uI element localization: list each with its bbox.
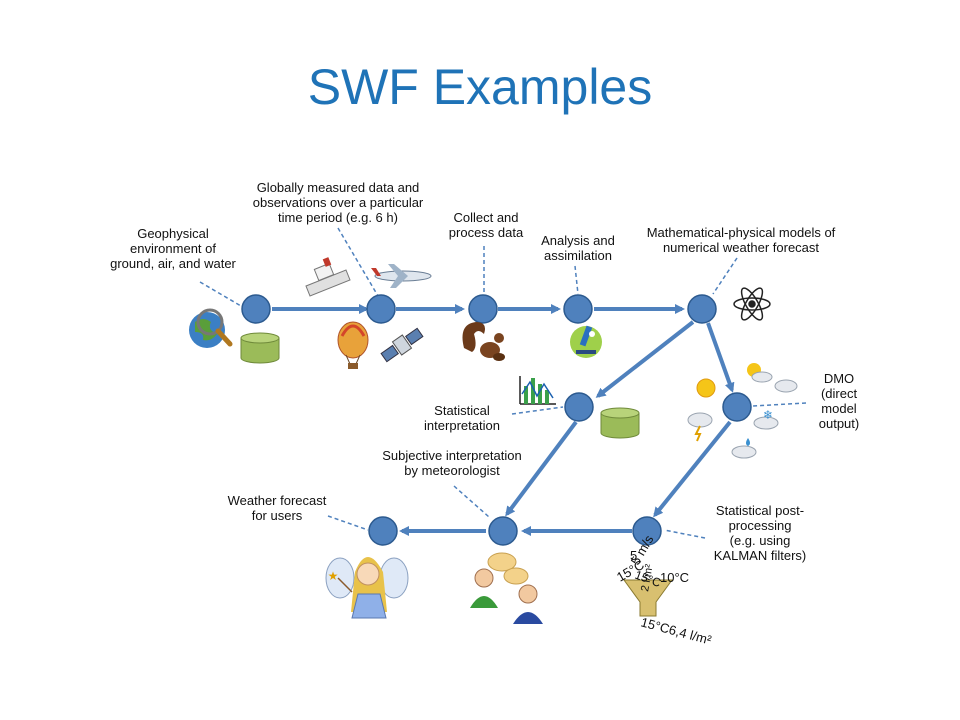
node-models <box>687 294 717 324</box>
database-icon <box>240 332 280 364</box>
squirrel-icon <box>462 322 505 361</box>
node-stat-interp <box>564 392 594 422</box>
funnel-icon <box>623 579 673 617</box>
funnel-text: 15°C6,4 l/m² <box>639 614 713 647</box>
database-icon <box>600 407 640 439</box>
node-geophysical <box>241 294 271 324</box>
arrow-models-to-dmo <box>706 322 735 393</box>
slide-title: SWF Examples <box>307 59 653 115</box>
node-subjective <box>488 516 518 546</box>
svg-text:★: ★ <box>328 569 339 583</box>
svg-text:❄: ❄ <box>763 408 773 422</box>
flow-arrows <box>272 304 735 536</box>
weather-sun-icon <box>747 363 773 383</box>
globe-magnifier-icon <box>189 308 233 348</box>
arrow-stat-to-subjective <box>505 420 578 517</box>
node-analysis <box>563 294 593 324</box>
ship-icon <box>305 257 351 297</box>
meteorologists-icon <box>470 552 543 624</box>
node-post <box>632 516 662 546</box>
node-global-data <box>366 294 396 324</box>
balloon-icon <box>337 321 369 369</box>
weather-storm-icon <box>687 412 713 442</box>
chart-icon <box>519 376 556 405</box>
funnel-text: 2 l/m² <box>639 563 656 592</box>
satellite-icon <box>380 327 424 363</box>
weather-snow-icon: ❄ <box>753 408 779 430</box>
fairy-icon: ★ <box>325 557 409 619</box>
atom-icon <box>733 287 771 321</box>
leader-lines <box>199 227 807 539</box>
arrow-models-to-stat <box>595 320 695 398</box>
node-users <box>368 516 398 546</box>
flow-nodes <box>241 294 752 546</box>
microscope-icon <box>570 325 602 358</box>
airplane-icon <box>371 264 432 288</box>
funnel-text: 10°C <box>660 570 689 585</box>
funnel-text: 5 <box>630 548 637 563</box>
node-collect <box>468 294 498 324</box>
weather-rain-icon <box>731 438 757 459</box>
weather-sun-icon <box>696 378 716 398</box>
node-dmo <box>722 392 752 422</box>
weather-cloud-icon <box>774 379 798 393</box>
arrow-dmo-to-post <box>653 420 732 518</box>
